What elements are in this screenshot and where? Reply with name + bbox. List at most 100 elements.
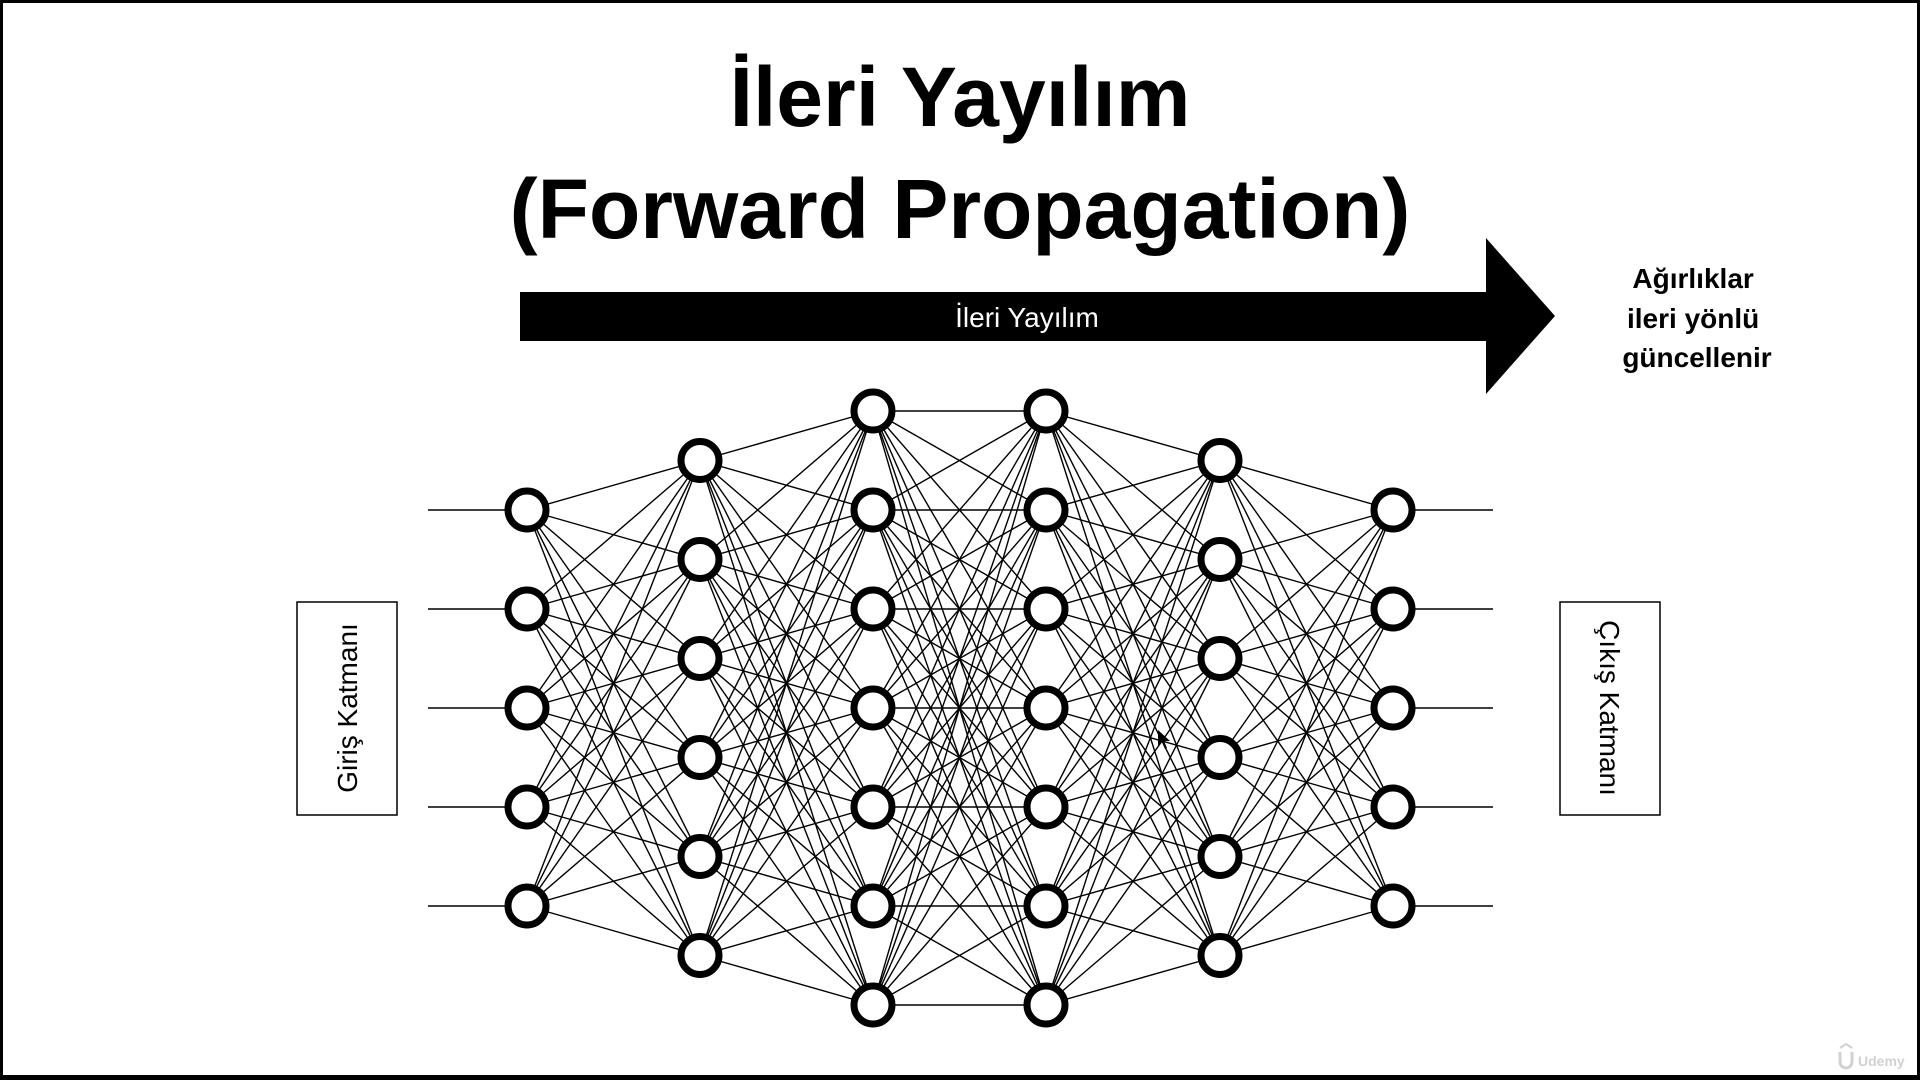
neuron-node <box>850 685 896 731</box>
connection-line <box>1045 410 1221 462</box>
neuron-node <box>1023 784 1069 830</box>
neuron-node <box>1023 487 1069 533</box>
connection-line <box>1219 509 1394 956</box>
weights-note-line-1: Ağırlıklar <box>1632 263 1753 294</box>
connection-line <box>1219 509 1394 660</box>
neuron-node <box>1197 834 1243 879</box>
connection-line <box>872 410 1047 907</box>
forward-arrow <box>520 238 1555 394</box>
connection-line <box>699 410 874 857</box>
neuron-node <box>1370 685 1416 731</box>
neuron-node <box>1023 982 1069 1028</box>
neuron-node <box>1370 487 1416 533</box>
connection-line <box>872 806 1047 1006</box>
neuron-node <box>850 487 896 533</box>
weights-note: Ağırlıklar ileri yönlü güncellenir <box>1622 263 1771 373</box>
connection-line <box>1045 757 1221 1006</box>
connection-line <box>526 459 701 511</box>
connection-line <box>872 509 1047 1006</box>
neuron-node <box>1023 388 1069 434</box>
connection-line <box>1219 806 1394 957</box>
connection-line <box>1045 460 1221 808</box>
connection-line <box>526 459 701 610</box>
mouse-pointer-icon <box>1158 730 1170 749</box>
connection-line <box>1219 707 1394 956</box>
connection-line <box>1045 460 1221 709</box>
connection-line <box>872 410 1047 1006</box>
neuron-node <box>1197 537 1243 582</box>
connection-line <box>1045 954 1221 1006</box>
connection-line <box>872 410 1047 709</box>
connection-line <box>872 707 1047 1006</box>
neuron-node <box>1023 685 1069 731</box>
connection-line <box>526 460 701 709</box>
neuron-node <box>504 883 550 929</box>
network-nodes <box>504 388 1416 1028</box>
slide-title-line-2: (Forward Propagation) <box>510 162 1411 256</box>
neuron-node <box>504 487 550 533</box>
neuron-node <box>504 685 550 731</box>
slide-title-line-1: İleri Yayılım <box>730 50 1191 144</box>
connection-line <box>1045 460 1221 907</box>
connection-line <box>526 658 701 907</box>
connection-line <box>699 410 874 758</box>
neuron-node <box>677 438 723 483</box>
input-layer-label: Giriş Katmanı <box>332 623 363 793</box>
neuron-node <box>677 735 723 780</box>
slide-background <box>3 3 1917 1075</box>
connection-line <box>872 608 1047 1006</box>
connection-line <box>526 855 701 907</box>
connection-line <box>699 905 874 957</box>
neuron-node <box>1197 636 1243 681</box>
neuron-node <box>504 784 550 830</box>
connection-line <box>872 410 1047 511</box>
neuron-node <box>677 933 723 978</box>
watermark-text: Udemy <box>1858 1053 1905 1069</box>
neuron-node <box>1023 883 1069 929</box>
output-layer-label: Çıkış Katmanı <box>1594 620 1625 796</box>
connection-line <box>872 410 1047 610</box>
output-layer-box <box>1559 601 1661 816</box>
connection-line <box>1219 608 1394 956</box>
connection-line <box>1219 905 1394 957</box>
connection-line <box>1045 459 1221 511</box>
connection-line <box>872 905 1047 1006</box>
connection-line <box>526 905 701 957</box>
connection-line <box>1219 509 1394 561</box>
neuron-node <box>1370 586 1416 632</box>
weights-note-line-2: ileri yönlü <box>1627 303 1759 334</box>
connection-line <box>699 410 874 659</box>
neuron-node <box>1370 784 1416 830</box>
neuron-node <box>1023 586 1069 632</box>
neuron-node <box>677 834 723 879</box>
connection-line <box>699 707 874 956</box>
neuron-node <box>504 586 550 632</box>
connection-line <box>1045 658 1221 1006</box>
connection-line <box>1219 509 1394 857</box>
connection-line <box>1219 509 1394 758</box>
connection-line <box>699 410 874 462</box>
forward-arrow-label: İleri Yayılım <box>955 302 1099 333</box>
weights-note-line-3: güncellenir <box>1622 342 1771 373</box>
connection-line <box>699 608 874 956</box>
connection-line <box>526 460 701 808</box>
connection-line <box>699 410 874 956</box>
neuron-node <box>850 388 896 434</box>
neuron-node <box>850 982 896 1028</box>
connection-line <box>526 460 701 907</box>
connection-line <box>526 756 701 907</box>
connection-line <box>872 410 1047 808</box>
neuron-node <box>1197 735 1243 780</box>
connection-line <box>1045 459 1221 610</box>
neuron-node <box>850 784 896 830</box>
neuron-node <box>677 537 723 582</box>
connection-line <box>699 509 874 956</box>
connection-line <box>699 954 874 1006</box>
neuron-node <box>677 636 723 681</box>
neuron-node <box>850 883 896 929</box>
connection-line <box>1045 559 1221 1006</box>
connection-line <box>526 559 701 907</box>
network-connections <box>526 410 1394 1006</box>
